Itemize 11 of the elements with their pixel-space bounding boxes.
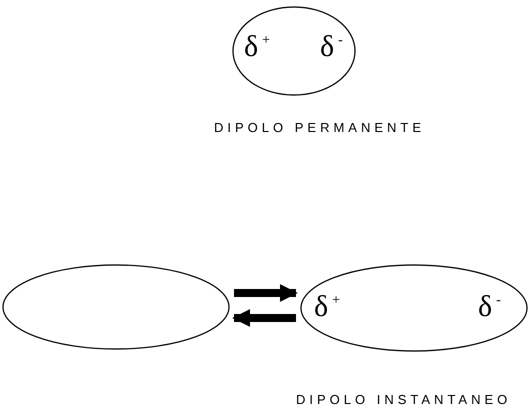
- arrow: [232, 309, 296, 327]
- arrow: [234, 284, 298, 302]
- ellipse-node: [2, 264, 230, 350]
- ellipse-node: [232, 6, 356, 96]
- charge-symbol: δ$^{+}$: [244, 29, 270, 62]
- charge-symbol: δ$^{-}$: [478, 289, 501, 322]
- ellipse-node: [300, 264, 528, 352]
- node-label: DIPOLO PERMANENTE: [214, 120, 426, 135]
- charge-symbol: δ$^{+}$: [314, 289, 340, 322]
- charge-symbol: δ$^{-}$: [320, 29, 343, 62]
- node-label: DIPOLO INSTANTANEO: [296, 392, 512, 407]
